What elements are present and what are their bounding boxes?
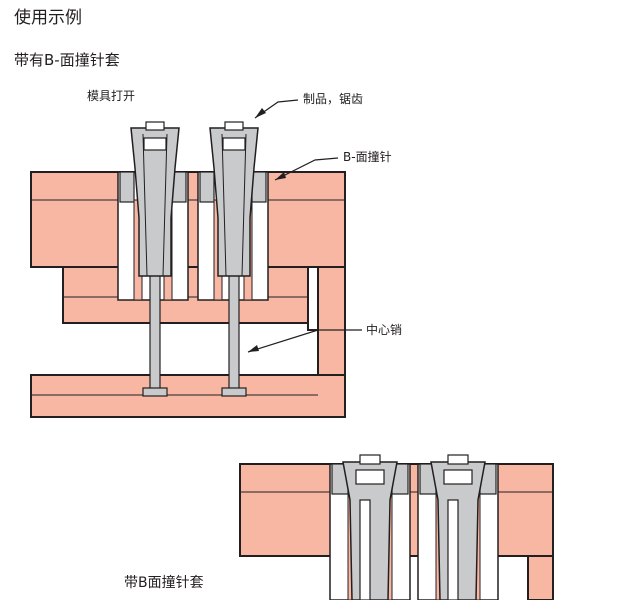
lower-support bbox=[527, 555, 554, 600]
clamp-plate bbox=[30, 374, 346, 418]
b-side-sleeve bbox=[119, 171, 135, 203]
b-sleeve-illustration bbox=[239, 454, 554, 600]
label-mold-open: 模具打开 bbox=[87, 89, 136, 103]
mold-open-illustration bbox=[30, 99, 362, 418]
label-product-undercut: 制品，锯齿 bbox=[303, 92, 364, 106]
page-title: 使用示例 bbox=[14, 8, 82, 28]
section-subtitle: 带有B-面撞针套 bbox=[14, 51, 120, 69]
label-center-pin: 中心销 bbox=[366, 323, 403, 337]
label-with-b-side-sleeve: 带B面撞针套 bbox=[124, 575, 204, 591]
label-b-side-pin: B-面撞针 bbox=[343, 150, 392, 164]
